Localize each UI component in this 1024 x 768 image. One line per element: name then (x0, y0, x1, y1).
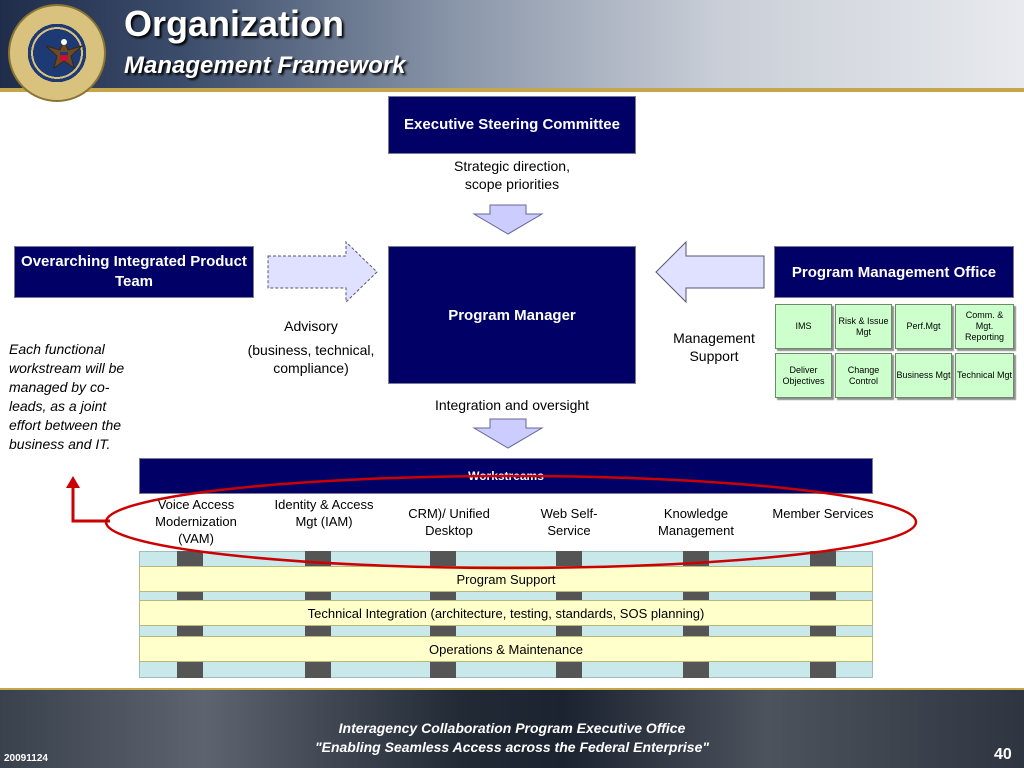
layer-label: Technical Integration (architecture, tes… (307, 605, 705, 621)
footer-line-1: Interagency Collaboration Program Execut… (338, 720, 686, 736)
pmo-item: Deliver Objectives (775, 353, 832, 398)
program-manager-label: Program Manager (448, 307, 576, 324)
advisory-label: Advisory (284, 318, 338, 334)
workstream-note: Each functional workstream will be manag… (9, 341, 125, 452)
footer-line-2: "Enabling Seamless Access across the Fed… (314, 739, 710, 755)
strategic-direction-text: Strategic direction, scope priorities (400, 157, 624, 193)
pmo-item: Technical Mgt (955, 353, 1014, 398)
oipt-box: Overarching Integrated Product Team (14, 246, 254, 298)
down-arrow-bottom (472, 418, 544, 449)
workstreams-label: Workstreams (468, 469, 544, 483)
right-arrow-advisory (267, 240, 378, 304)
footer-rule (0, 688, 1024, 691)
layer-label: Operations & Maintenance (429, 641, 583, 657)
down-arrow-top (472, 204, 544, 235)
workstream-knowledge: Knowledge Management (658, 506, 734, 538)
va-seal-logo (8, 4, 106, 102)
pmo-item: IMS (775, 304, 832, 349)
workstream-vam: Voice Access Modernization (VAM) (155, 497, 237, 546)
executive-steering-committee-box: Executive Steering Committee (388, 96, 636, 154)
workstream-member-services: Member Services (772, 506, 874, 521)
pmo-box: Program Management Office (774, 246, 1014, 298)
left-arrow-management (655, 240, 765, 304)
callout-arrow (71, 484, 110, 523)
pmo-label: Program Management Office (791, 263, 997, 281)
layer-label: Program Support (456, 571, 556, 587)
oipt-label: Overarching Integrated Product Team (21, 253, 247, 290)
workstreams-bar: Workstreams (139, 458, 873, 494)
executive-steering-label: Executive Steering Committee (404, 116, 620, 133)
strategic-line-1: Strategic direction, (454, 158, 570, 174)
callout-arrowhead (66, 476, 80, 488)
program-manager-box: Program Manager (388, 246, 636, 384)
strategic-line-2: scope priorities (464, 176, 560, 192)
integration-oversight-label: Integration and oversight (434, 397, 590, 413)
workstream-crm: CRM)/ Unified Desktop (408, 506, 490, 538)
workstream-web-self-service: Web Self-Service (540, 506, 598, 538)
workstream-iam: Identity & Access Mgt (IAM) (274, 497, 374, 529)
header-rule (0, 88, 1024, 92)
eagle-icon (45, 38, 83, 70)
pmo-item: Business Mgt (895, 353, 952, 398)
pmo-item: Perf.Mgt (895, 304, 952, 349)
page-title: Organization (124, 3, 345, 44)
pmo-item: Comm. & Mgt. Reporting (955, 304, 1014, 349)
header-banner (0, 0, 1024, 90)
footer-banner (0, 690, 1024, 768)
advisory-detail: (business, technical, compliance) (247, 342, 375, 376)
management-support-label: Management Support (673, 330, 755, 364)
pmo-item: Change Control (835, 353, 892, 398)
page-number: 40 (994, 746, 1012, 763)
page-subtitle: Management Framework (124, 52, 406, 79)
layer-program-support: Program Support (139, 566, 873, 592)
layer-operations-maintenance: Operations & Maintenance (139, 636, 873, 662)
slide-date: 20091124 (4, 753, 48, 764)
layer-technical-integration: Technical Integration (architecture, tes… (139, 600, 873, 626)
pmo-item: Risk & Issue Mgt (835, 304, 892, 349)
